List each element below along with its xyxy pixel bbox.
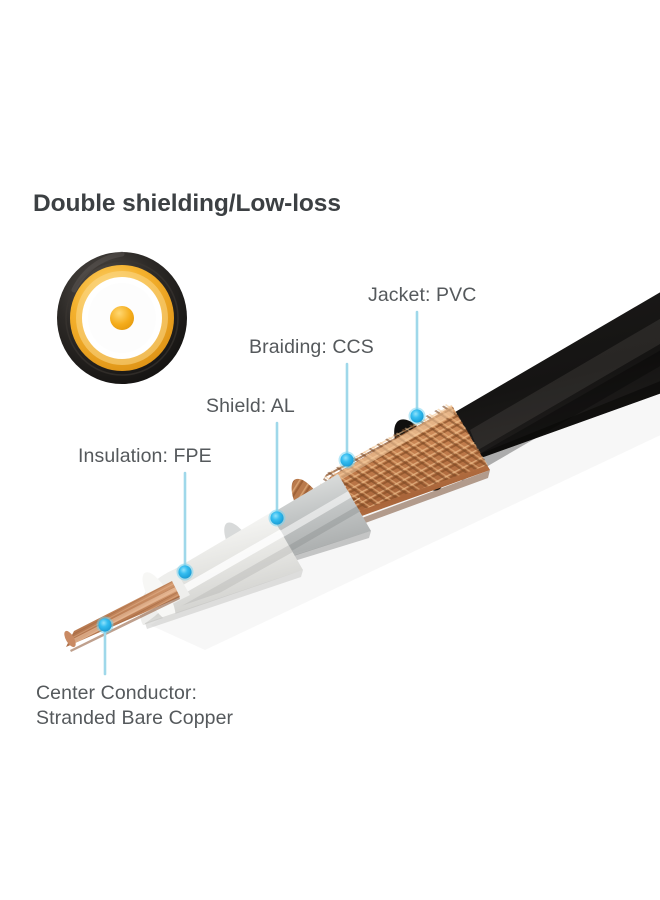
page-title: Double shielding/Low-loss <box>33 190 341 217</box>
coax-cross-section <box>57 251 187 384</box>
callout-label-center-conductor-line1: Center Conductor: <box>36 682 198 704</box>
callout-label-center-conductor-line2: Stranded Bare Copper <box>36 707 234 729</box>
cable-center-conductor <box>64 581 180 652</box>
cross-section-conductor-dot <box>110 306 134 330</box>
callout-label-shield: Shield: AL <box>206 395 295 417</box>
callout-label-braiding: Braiding: CCS <box>249 336 374 358</box>
callout-label-center-conductor: Center Conductor: Stranded Bare Copper <box>36 681 233 731</box>
callout-label-jacket: Jacket: PVC <box>368 284 477 306</box>
callout-label-insulation: Insulation: FPE <box>78 445 212 467</box>
cable-insulation-fpe <box>139 513 303 629</box>
callout-dots <box>96 407 426 634</box>
callout-leaders <box>103 310 419 676</box>
